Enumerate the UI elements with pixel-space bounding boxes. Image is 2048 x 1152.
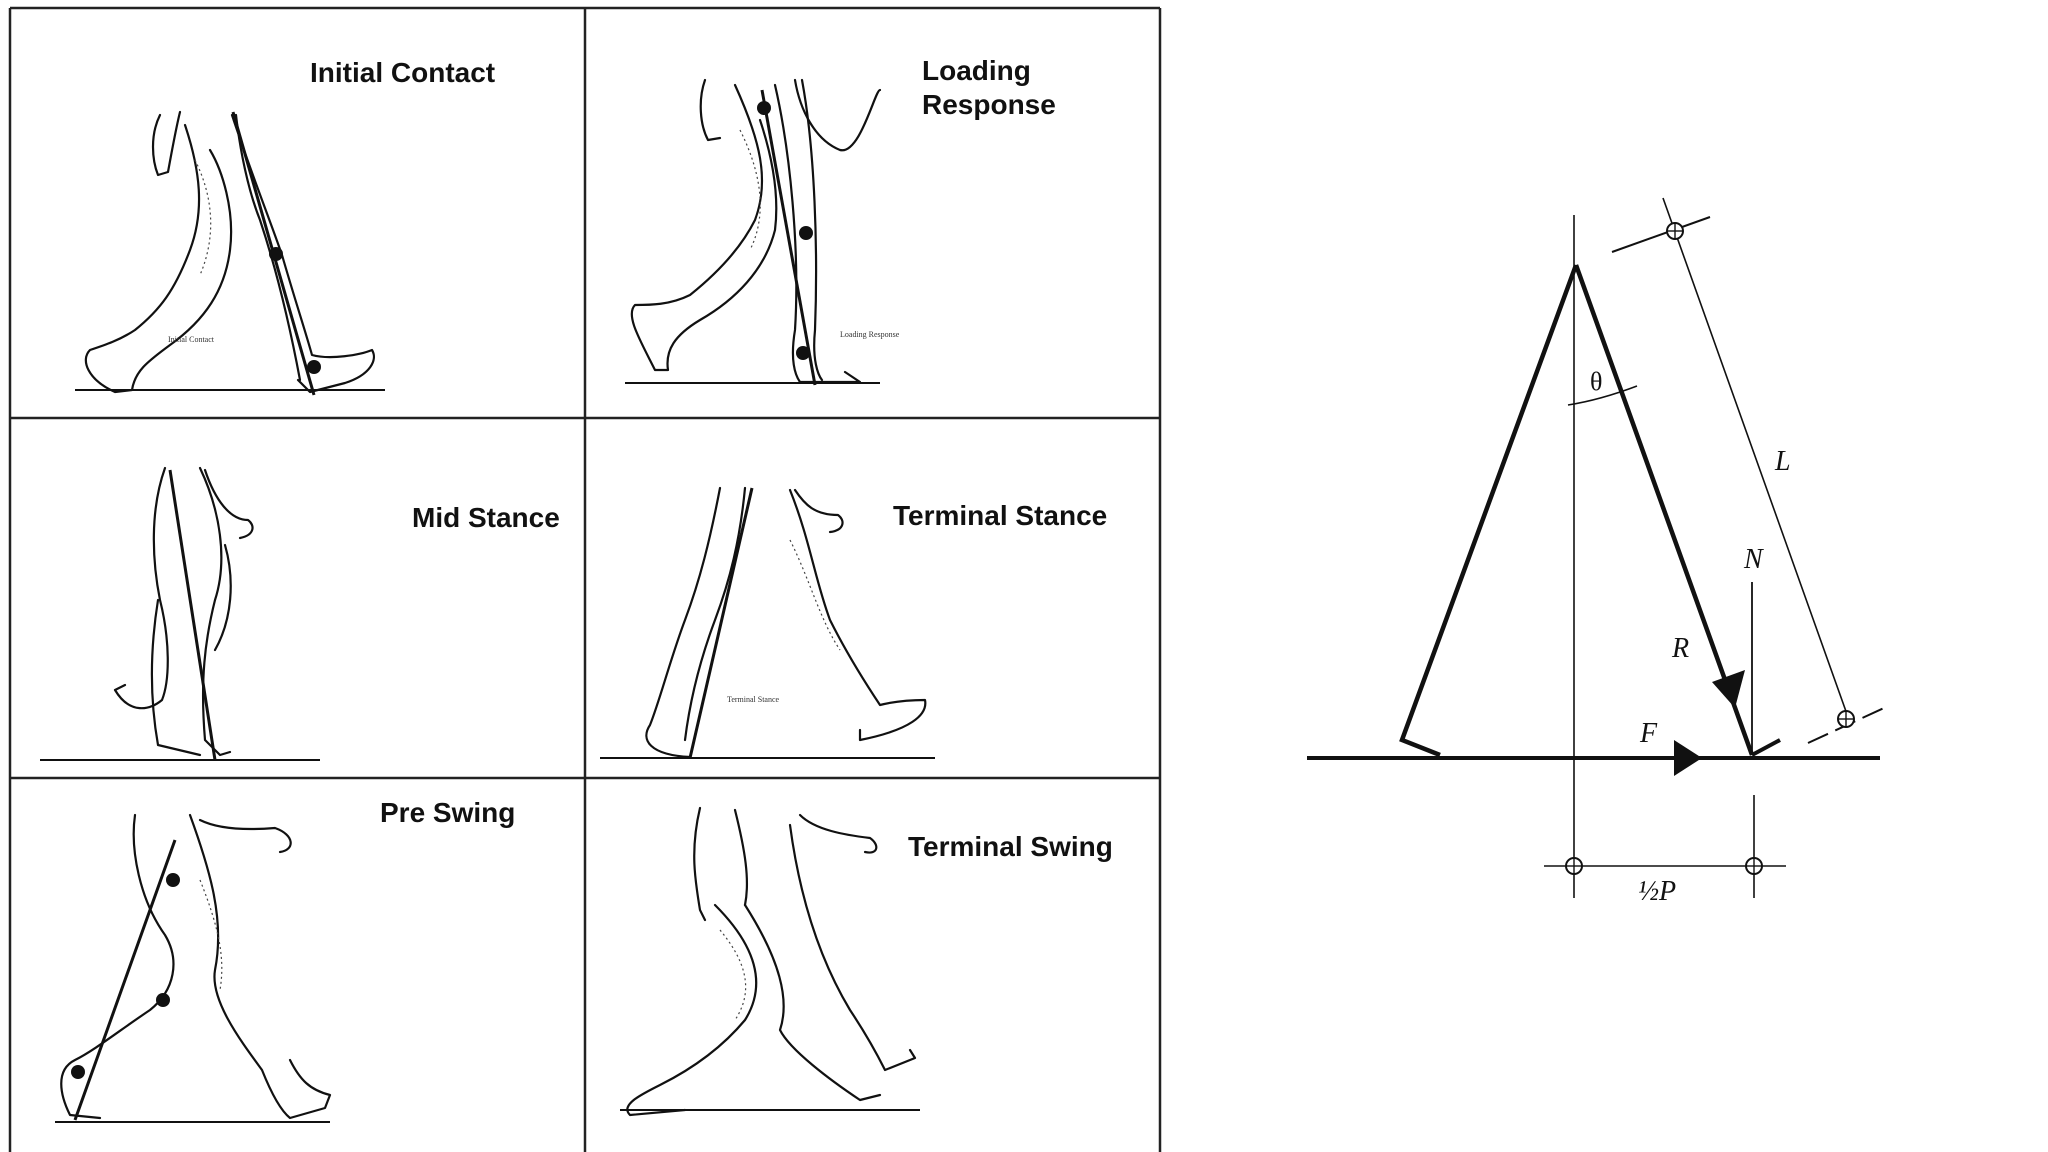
reaction-force-label: R [1671, 633, 1689, 664]
panel-caption: Loading Response [840, 330, 900, 339]
panel-mid-stance: Mid Stance [40, 466, 560, 761]
length-marker-top [1666, 222, 1684, 240]
theta-label: θ [1590, 367, 1602, 396]
panel-caption: Initial Contact [168, 335, 215, 344]
leg-figure: Terminal Stance [600, 486, 935, 759]
length-dimension [1662, 197, 1849, 718]
panel-title: Loading Response [922, 55, 1056, 120]
grid-frame [8, 6, 1162, 1152]
panel-title: Pre Swing [380, 797, 515, 828]
rear-leg [1399, 264, 1579, 758]
leg-figure [55, 813, 332, 1123]
normal-force-label: N [1743, 544, 1764, 575]
step-marker-left [1565, 857, 1583, 875]
panel-caption: Terminal Stance [727, 695, 780, 704]
length-tick-top [1611, 216, 1711, 253]
front-leg [1573, 264, 1755, 756]
r-arrowhead [1712, 670, 1745, 708]
panel-title: Mid Stance [412, 502, 560, 533]
length-tick-bottom [1807, 707, 1885, 744]
gait-phase-grid: Initial Contact Initial Contact Loading … [8, 6, 1162, 1152]
panel-title: Initial Contact [310, 57, 495, 88]
panel-pre-swing: Pre Swing [55, 797, 515, 1123]
f-arrowhead [1674, 740, 1702, 776]
leg-figure [620, 806, 920, 1117]
length-marker-bottom [1837, 710, 1855, 728]
panel-title: Terminal Swing [908, 831, 1113, 862]
panel-terminal-swing: Terminal Swing [620, 806, 1113, 1117]
step-marker-right [1745, 857, 1763, 875]
leg-figure [40, 466, 320, 761]
leg-figure: Loading Response [625, 78, 900, 386]
length-label: L [1774, 446, 1791, 477]
foot-dash [1751, 738, 1781, 757]
panel-terminal-stance: Terminal Stance Terminal Stance [600, 486, 1107, 759]
theta-arc [1567, 385, 1638, 406]
leg-figure: Initial Contact [75, 110, 385, 396]
half-step-label: ½P [1638, 876, 1676, 907]
panel-initial-contact: Initial Contact Initial Contact [75, 57, 495, 396]
friction-force-label: F [1639, 718, 1658, 749]
panel-loading-response: Loading Response Loading Response [625, 55, 1056, 386]
panel-title: Terminal Stance [893, 500, 1107, 531]
